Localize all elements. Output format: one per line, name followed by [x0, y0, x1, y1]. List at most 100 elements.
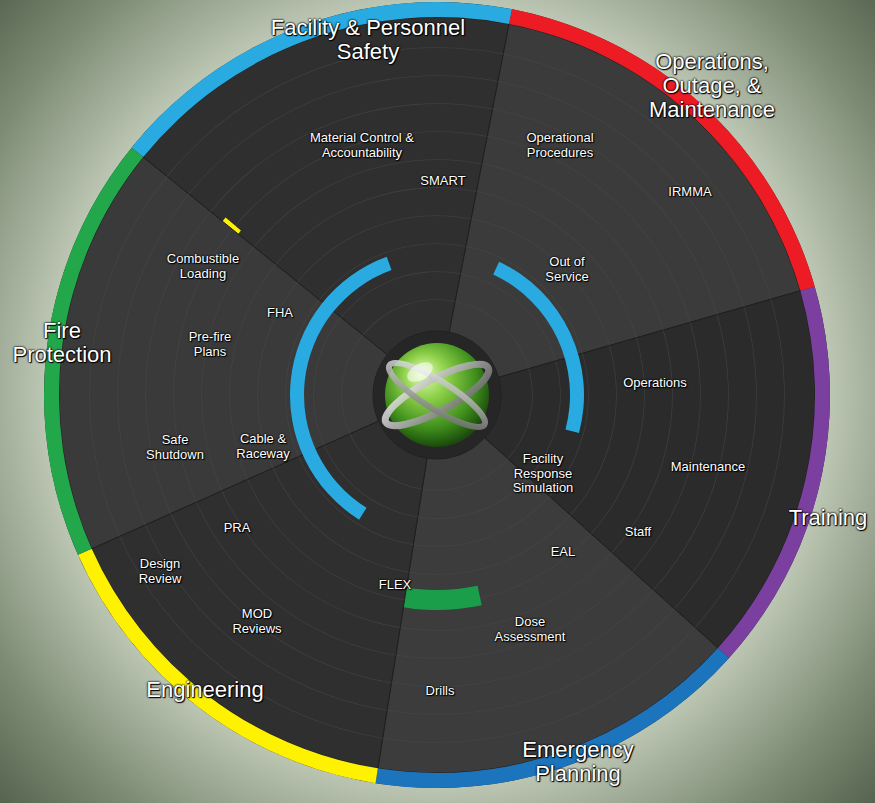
globe — [385, 343, 489, 447]
grid-ring — [170, 513, 391, 683]
grid-ring — [674, 307, 757, 609]
grid-ring — [612, 330, 673, 553]
grid-ring — [276, 187, 477, 265]
grid-ring — [167, 47, 504, 176]
band-label: Maintenance — [663, 460, 753, 475]
band-label: Combustible Loading — [158, 252, 248, 282]
sector-heading-box: Engineering — [135, 678, 275, 702]
grid-ring — [222, 491, 401, 628]
ring-band: Facility Response Simulation — [498, 452, 588, 497]
band-label: Operations — [615, 376, 695, 391]
arc-band: Safe Shutdown — [140, 433, 210, 463]
arc-band: FLEX — [370, 578, 420, 593]
grid-ring — [324, 445, 418, 517]
grid-ring — [409, 515, 571, 575]
sector-heading: Emergency Planning — [508, 738, 648, 786]
arc-band: Operations — [615, 376, 695, 391]
sector-heading: Fire Protection — [2, 319, 122, 367]
outer-ring-segment — [509, 9, 815, 291]
sector-heading-box: Emergency Planning — [508, 738, 648, 786]
sector-heading: Engineering — [135, 678, 275, 702]
grid-ring — [653, 315, 729, 591]
outer-ring-segment — [132, 2, 512, 157]
arc-band: Operational Procedures — [513, 131, 608, 161]
grid-ring — [460, 273, 556, 361]
dial-disk — [44, 2, 830, 788]
band-label: Cable & Raceway — [228, 432, 298, 462]
arc-band: Dose Assessment — [485, 615, 575, 645]
grid-ring — [173, 229, 232, 502]
arc-band-shape — [493, 262, 584, 433]
sector-heading-box: Training — [778, 506, 875, 530]
grid-ring — [145, 211, 211, 513]
arc-band: IRMMA — [660, 185, 720, 200]
grid-ring — [418, 477, 529, 518]
arc-band: PRA — [217, 521, 257, 536]
grid-ring — [508, 369, 533, 460]
grid-ring — [471, 219, 610, 346]
arc-band: Pre-fire Plans — [178, 330, 243, 360]
arc-band: FHA — [260, 306, 300, 321]
arc-band: Maintenance — [663, 460, 753, 475]
sector-heading: Facility & Personnel Safety — [268, 16, 468, 64]
band-label: SMART — [413, 174, 473, 189]
band-label: PRA — [217, 521, 257, 536]
grid-ring — [349, 434, 422, 490]
arc-band: Staff — [613, 525, 663, 540]
arc-band: Drills — [410, 684, 470, 699]
grid-ring — [632, 322, 700, 571]
grid-ring — [201, 247, 254, 491]
arc-band: SMART — [413, 174, 473, 189]
band-label: EAL — [543, 545, 583, 560]
band-label: Design Review — [130, 557, 190, 587]
band-label: FHA — [260, 306, 300, 321]
sector-heading-box: Facility & Personnel Safety — [268, 16, 468, 64]
band-label: Drills — [410, 684, 470, 699]
grid-ring — [413, 496, 550, 547]
arc-band: MOD Reviews — [225, 607, 290, 637]
outer-ring-segment — [376, 648, 730, 788]
band-label: FLEX — [370, 578, 420, 593]
arc-band: Out of Service — [537, 255, 597, 285]
grid-ring — [482, 164, 664, 331]
globe-highlight — [404, 358, 436, 386]
globe-band — [382, 353, 492, 436]
arc-band: Material Control & Accountability — [292, 131, 432, 161]
grid-ring — [387, 608, 675, 714]
outer-ring-segment — [718, 287, 830, 658]
grid-ring — [341, 335, 363, 434]
hub — [374, 332, 500, 458]
grid-ring — [487, 136, 690, 322]
arc-band-shape — [290, 257, 392, 520]
grid-ring — [396, 571, 633, 659]
grid-ring — [363, 299, 456, 335]
band-label: Facility Response Simulation — [498, 452, 588, 497]
grid-ring — [273, 468, 409, 573]
band-label: IRMMA — [660, 185, 720, 200]
grid-ring — [254, 159, 482, 247]
arc-band: Cable & Raceway — [228, 432, 298, 462]
arc-band: Design Review — [130, 557, 190, 587]
grid-ring — [188, 75, 498, 194]
globe-band — [378, 354, 495, 437]
grid-ring — [119, 536, 382, 738]
grid-ring — [210, 103, 492, 212]
arc-band: Combustible Loading — [158, 252, 248, 282]
sector-heading-box: Operations, Outage, & Maintenance — [637, 50, 787, 123]
grid-ring — [247, 479, 404, 600]
sector-heading: Operations, Outage, & Maintenance — [637, 50, 787, 123]
grid-ring — [117, 194, 189, 525]
sector-heading: Training — [778, 506, 875, 530]
band-label: Pre-fire Plans — [178, 330, 243, 360]
outer-ring-segment — [78, 549, 378, 783]
band-label: MOD Reviews — [225, 607, 290, 637]
band-label: Staff — [613, 525, 663, 540]
grid-ring — [591, 338, 645, 534]
band-label: Out of Service — [537, 255, 597, 285]
band-label: Operational Procedures — [513, 131, 608, 161]
grid-ring — [232, 131, 487, 229]
sector-heading-box: Fire Protection — [2, 319, 122, 367]
band-label: Safe Shutdown — [140, 433, 210, 463]
arc-band: EAL — [543, 545, 583, 560]
grid-ring — [229, 264, 276, 479]
